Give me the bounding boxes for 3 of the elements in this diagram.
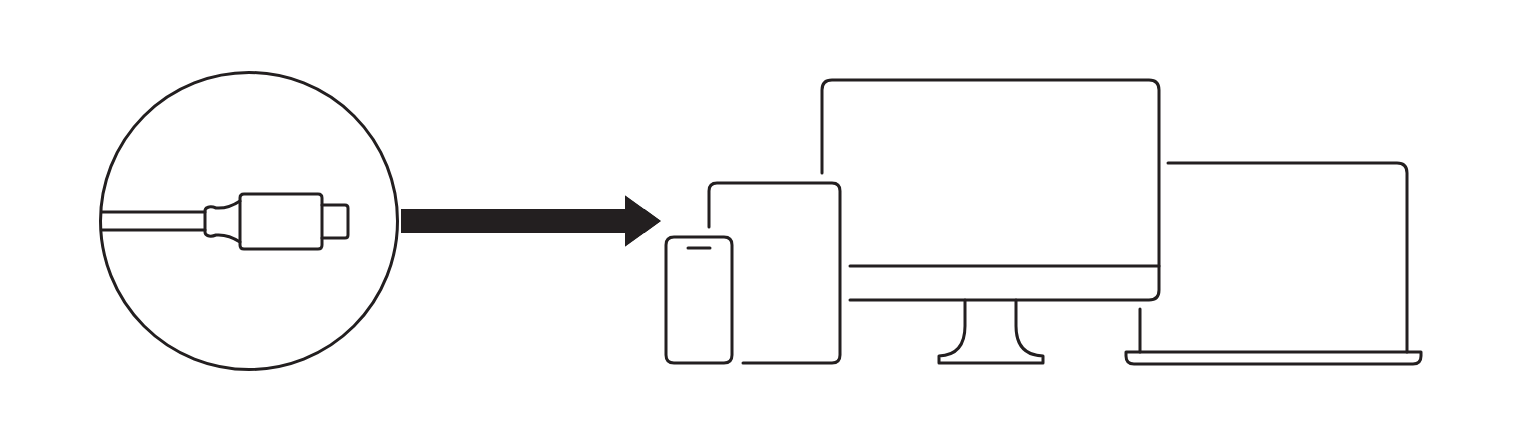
circle-frame — [99, 71, 399, 371]
arrow — [401, 195, 661, 247]
devices-illustration — [664, 78, 1423, 366]
